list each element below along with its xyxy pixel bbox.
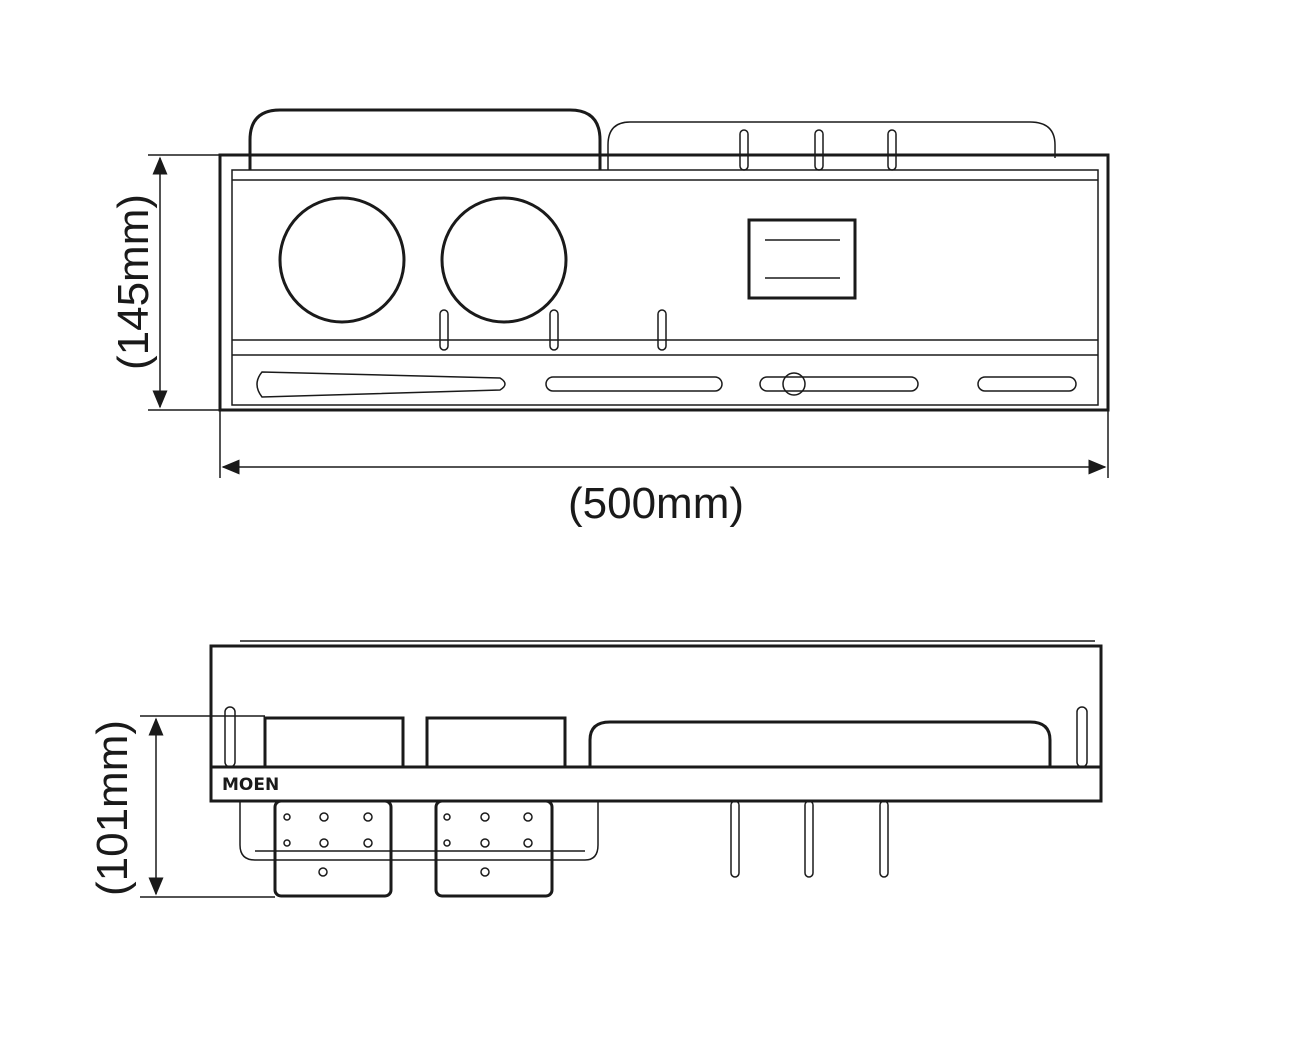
slot — [977, 376, 1077, 392]
utensil-cup-left — [273, 799, 393, 898]
height-dimension-label: (145mm) — [109, 194, 158, 370]
rail-handle-left — [248, 108, 602, 170]
cup-holder-right — [440, 196, 568, 324]
width-dimension-label: (500mm) — [568, 479, 744, 528]
hooks-bottom — [730, 800, 889, 878]
cup-holder-left — [278, 196, 406, 324]
depth-dimension-label: (101mm) — [88, 720, 137, 896]
front-view: MOEN (101mm) — [88, 640, 1103, 898]
slot — [759, 376, 919, 392]
slot — [545, 376, 723, 392]
utensil-cup-right — [434, 799, 554, 898]
hooks-top — [439, 129, 897, 351]
moen-logo: MOEN — [222, 775, 279, 795]
label-plate — [747, 218, 857, 300]
knife-slot — [256, 371, 506, 398]
top-view: (145mm) (500mm) — [109, 108, 1110, 528]
rack-body — [209, 644, 1103, 803]
rack-outline — [218, 153, 1110, 412]
